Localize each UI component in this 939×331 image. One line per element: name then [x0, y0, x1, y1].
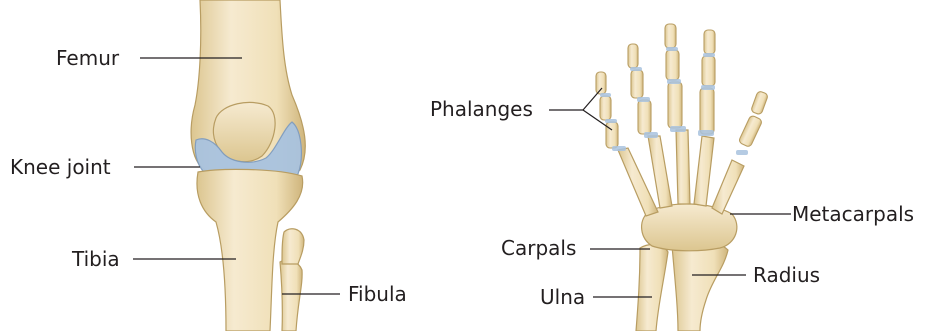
- metacarpal-bones: [618, 130, 744, 216]
- ulna-bone: [636, 245, 668, 331]
- label-metacarpals: Metacarpals: [792, 204, 914, 224]
- fibula-bone: [280, 260, 302, 331]
- label-femur: Femur: [56, 48, 119, 68]
- label-ulna: Ulna: [540, 287, 585, 307]
- fibula-head: [282, 229, 304, 264]
- label-carpals: Carpals: [501, 238, 576, 258]
- label-fibula: Fibula: [348, 284, 407, 304]
- label-knee-joint: Knee joint: [10, 157, 111, 177]
- knee-illustration: [191, 0, 305, 331]
- label-radius: Radius: [753, 265, 820, 285]
- label-phalanges: Phalanges: [430, 99, 533, 119]
- hand-illustration: [596, 24, 768, 331]
- radius-bone: [672, 241, 728, 331]
- label-tibia: Tibia: [72, 249, 120, 269]
